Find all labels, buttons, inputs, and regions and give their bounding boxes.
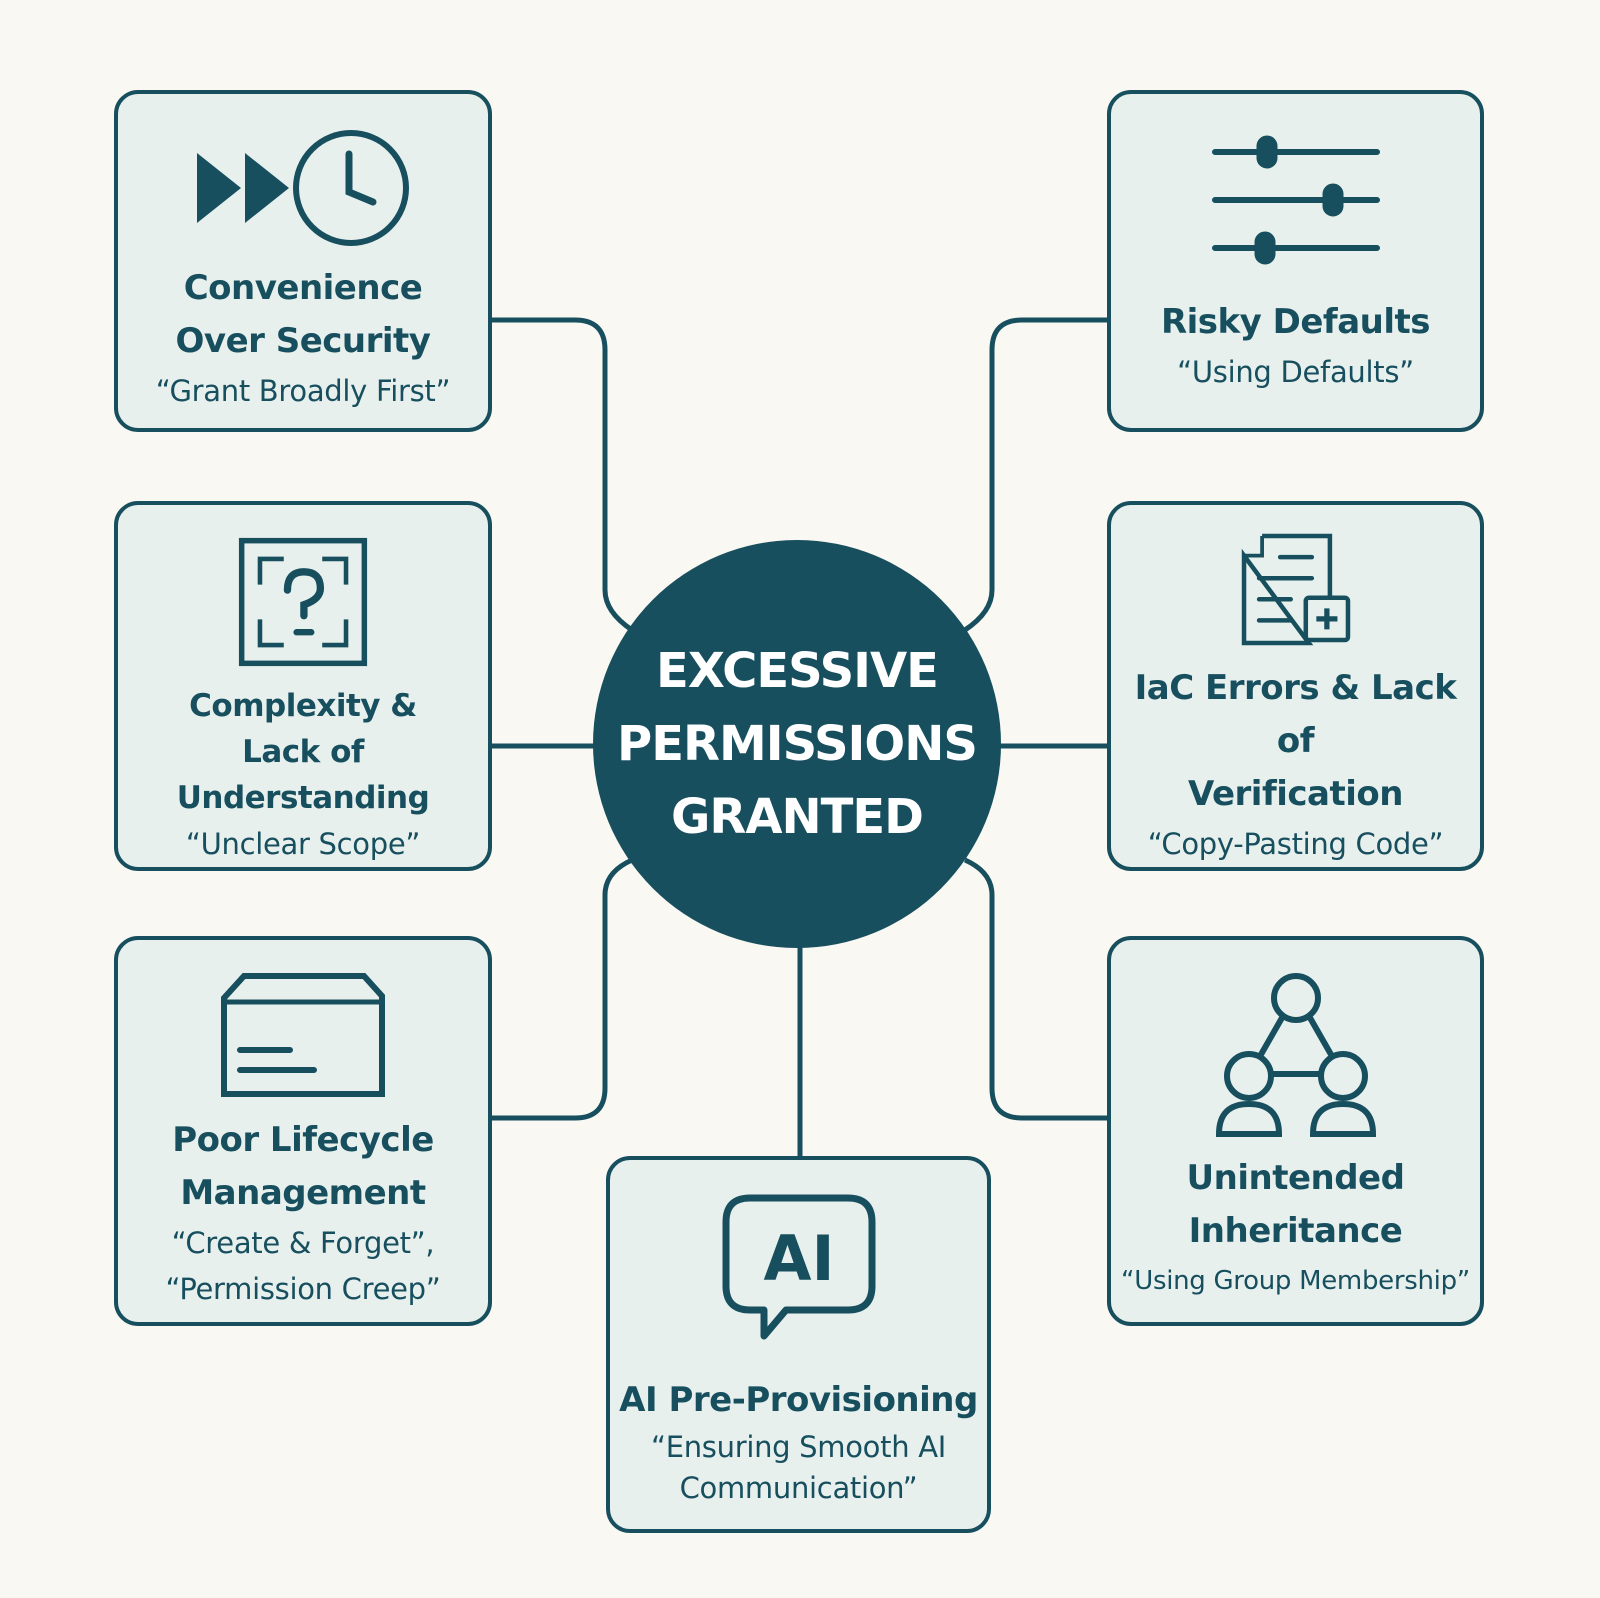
node-title: Poor Lifecycle <box>172 1120 434 1160</box>
group-hierarchy-icon <box>1215 973 1376 1137</box>
connector-convenience <box>492 317 634 633</box>
node-title: Convenience <box>183 268 423 308</box>
node-quote: “Copy-Pasting Code” <box>1147 827 1444 861</box>
node-quote: “Create & Forget”, <box>171 1226 435 1260</box>
node-quote: “Grant Broadly First” <box>155 374 451 408</box>
question-frame-icon <box>238 537 368 667</box>
node-title: IaC Errors & Lack of <box>1134 668 1457 761</box>
node-complexity: Complexity & Lack of Understanding “Uncl… <box>114 501 492 871</box>
node-title: Verification <box>1188 774 1403 814</box>
node-ai-pre-provisioning: AI AI Pre-Provisioning “Ensuring Smooth … <box>606 1156 991 1533</box>
node-title: AI Pre-Provisioning <box>619 1380 978 1420</box>
node-poor-lifecycle: Poor Lifecycle Management “Create & Forg… <box>114 936 492 1326</box>
node-convenience-over-security: Convenience Over Security “Grant Broadly… <box>114 90 492 432</box>
node-risky-defaults: Risky Defaults “Using Defaults” <box>1107 90 1484 432</box>
node-quote: “Ensuring Smooth AI <box>650 1430 946 1464</box>
node-iac-errors: IaC Errors & Lack of Verification “Copy-… <box>1107 501 1484 871</box>
node-title: Unintended <box>1186 1158 1405 1198</box>
folder-icon <box>221 973 385 1097</box>
node-title: Risky Defaults <box>1160 302 1431 342</box>
node-quote: “Unclear Scope” <box>185 827 421 861</box>
node-title: Management <box>180 1173 426 1213</box>
node-quote: Communication” <box>679 1471 918 1505</box>
ai-chat-icon: AI <box>722 1194 875 1340</box>
center-line: EXCESSIVE <box>656 642 939 699</box>
node-unintended-inheritance: Unintended Inheritance “Using Group Memb… <box>1107 936 1484 1326</box>
svg-text:AI: AI <box>763 1222 834 1295</box>
node-title: Complexity & <box>189 688 417 724</box>
connector-lifecycle <box>492 857 634 1121</box>
center-line: PERMISSIONS <box>617 715 978 772</box>
node-title: Over Security <box>175 321 431 361</box>
connector-inheritance <box>963 857 1107 1121</box>
center-line: GRANTED <box>670 788 924 845</box>
document-plus-icon <box>1241 533 1350 646</box>
node-quote: “Permission Creep” <box>165 1272 441 1306</box>
central-node: EXCESSIVE PERMISSIONS GRANTED <box>593 540 1001 948</box>
sliders-icon <box>1211 135 1380 265</box>
node-quote: “Using Group Membership” <box>1121 1266 1470 1296</box>
node-quote: “Using Defaults” <box>1177 355 1414 389</box>
fast-forward-clock-icon <box>197 130 409 246</box>
node-title: Inheritance <box>1188 1211 1403 1251</box>
node-title: Lack of Understanding <box>176 734 430 816</box>
connector-risky-defaults <box>963 317 1107 633</box>
